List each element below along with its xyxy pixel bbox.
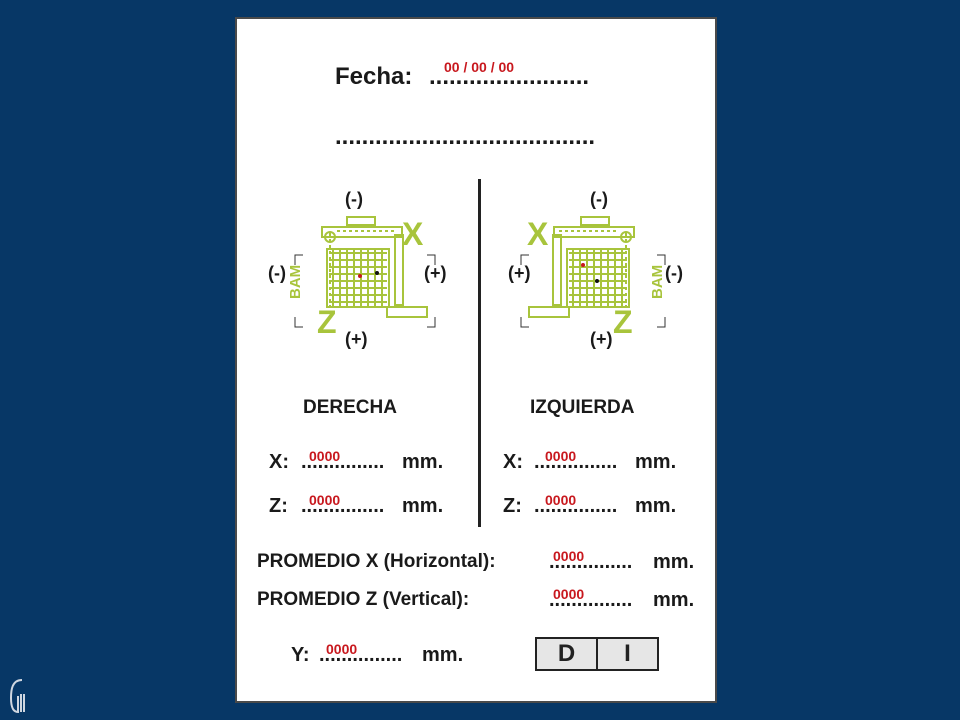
- second-line-dots: .......................................: [335, 123, 596, 150]
- brand-right: BAM: [287, 265, 304, 299]
- diagram-derecha: X Z BAM: [267, 187, 457, 357]
- right-z-label: Z:: [269, 495, 288, 517]
- left-z-unit: mm.: [635, 495, 677, 517]
- left-x-value[interactable]: 0000: [543, 448, 579, 464]
- side-d-button[interactable]: D: [557, 640, 576, 667]
- diagram-izquierda: X Z BAM: [499, 187, 689, 357]
- avg-x-unit: mm.: [653, 551, 695, 573]
- title-derecha: DERECHA: [303, 397, 397, 418]
- form-card: Fecha: ........................ 00 / 00 …: [235, 17, 717, 703]
- left-label-right: (-): [665, 263, 683, 283]
- avg-x-label: PROMEDIO X (Horizontal):: [257, 551, 496, 572]
- right-z-unit: mm.: [402, 495, 444, 517]
- y-value[interactable]: 0000: [324, 641, 360, 657]
- right-label-bottom: (+): [345, 329, 368, 349]
- avg-z-value[interactable]: 0000: [551, 586, 587, 602]
- right-x-label: X:: [269, 451, 289, 473]
- brand-left: BAM: [649, 265, 666, 299]
- left-z-value[interactable]: 0000: [543, 492, 579, 508]
- right-z-value[interactable]: 0000: [307, 492, 343, 508]
- microscope-diagram-right-icon: X Z BAM: [287, 216, 436, 340]
- y-label: Y:: [291, 644, 310, 666]
- microscope-diagram-left-icon: X Z BAM: [520, 216, 666, 340]
- corner-logo-icon: [9, 679, 25, 714]
- right-label-top: (-): [345, 189, 363, 209]
- left-label-left: (+): [508, 263, 531, 283]
- side-selector: D I: [535, 637, 659, 671]
- axis-z-right: Z: [317, 304, 337, 340]
- right-label-right: (+): [424, 263, 447, 283]
- left-label-top: (-): [590, 189, 608, 209]
- axis-z-left: Z: [613, 304, 633, 340]
- date-value[interactable]: 00 / 00 / 00: [442, 59, 517, 75]
- avg-x-value[interactable]: 0000: [551, 548, 587, 564]
- left-label-bottom: (+): [590, 329, 613, 349]
- axis-x-right: X: [402, 216, 424, 252]
- title-izquierda: IZQUIERDA: [530, 397, 635, 418]
- right-label-left: (-): [268, 263, 286, 283]
- side-i-button[interactable]: I: [596, 639, 657, 669]
- y-unit: mm.: [422, 644, 464, 666]
- left-x-label: X:: [503, 451, 523, 473]
- left-z-label: Z:: [503, 495, 522, 517]
- axis-x-left: X: [527, 216, 549, 252]
- center-divider: [478, 179, 481, 527]
- right-x-value[interactable]: 0000: [307, 448, 343, 464]
- avg-z-label: PROMEDIO Z (Vertical):: [257, 589, 470, 610]
- right-x-unit: mm.: [402, 451, 444, 473]
- avg-z-unit: mm.: [653, 589, 695, 611]
- left-x-unit: mm.: [635, 451, 677, 473]
- date-label: Fecha:: [335, 63, 413, 90]
